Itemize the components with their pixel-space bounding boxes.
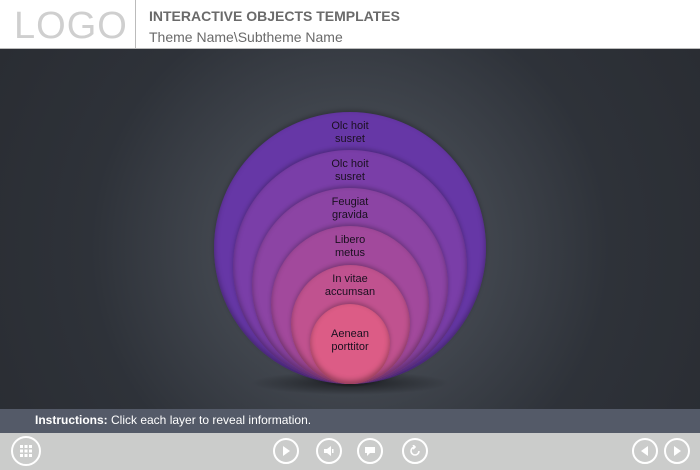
instructions-bar: Instructions: Click each layer to reveal… [0,409,700,433]
layer-label-line: Olc hoit [331,120,369,132]
layer-label-line: susret [335,133,365,145]
breadcrumb: Theme Name\Subtheme Name [149,29,343,45]
audio-button[interactable] [316,438,342,464]
grid-icon [20,445,32,457]
layer-label-line: gravida [331,209,369,221]
layer-label-line: susret [335,171,365,183]
captions-button[interactable] [357,438,383,464]
caption-icon [365,447,375,456]
previous-button[interactable] [632,438,658,464]
header: LOGO INTERACTIVE OBJECTS TEMPLATES Theme… [0,0,700,49]
play-icon [283,446,290,456]
menu-button[interactable] [11,436,41,466]
next-icon [674,446,681,456]
layer-label-line: Aenean [331,328,369,340]
layer-label-line: porttitor [331,341,369,353]
layer-label-line: Feugiat [331,196,369,208]
layer-label-line: metus [335,247,365,259]
page-title: INTERACTIVE OBJECTS TEMPLATES [149,8,400,24]
layer-label-line: Libero [334,234,366,246]
play-button[interactable] [273,438,299,464]
instructions-label: Instructions: [35,413,108,427]
layer-label-line: In vitae [332,273,368,285]
layer-label-line: Olc hoit [331,158,369,170]
next-button[interactable] [664,438,690,464]
speaker-icon [324,446,334,456]
replay-button[interactable] [402,438,428,464]
logo: LOGO [0,0,136,49]
prev-icon [641,446,648,456]
layer-label-line: accumsan [324,286,376,298]
instructions-text: Click each layer to reveal information. [107,413,312,427]
control-bar [0,433,700,470]
replay-icon [410,445,420,456]
